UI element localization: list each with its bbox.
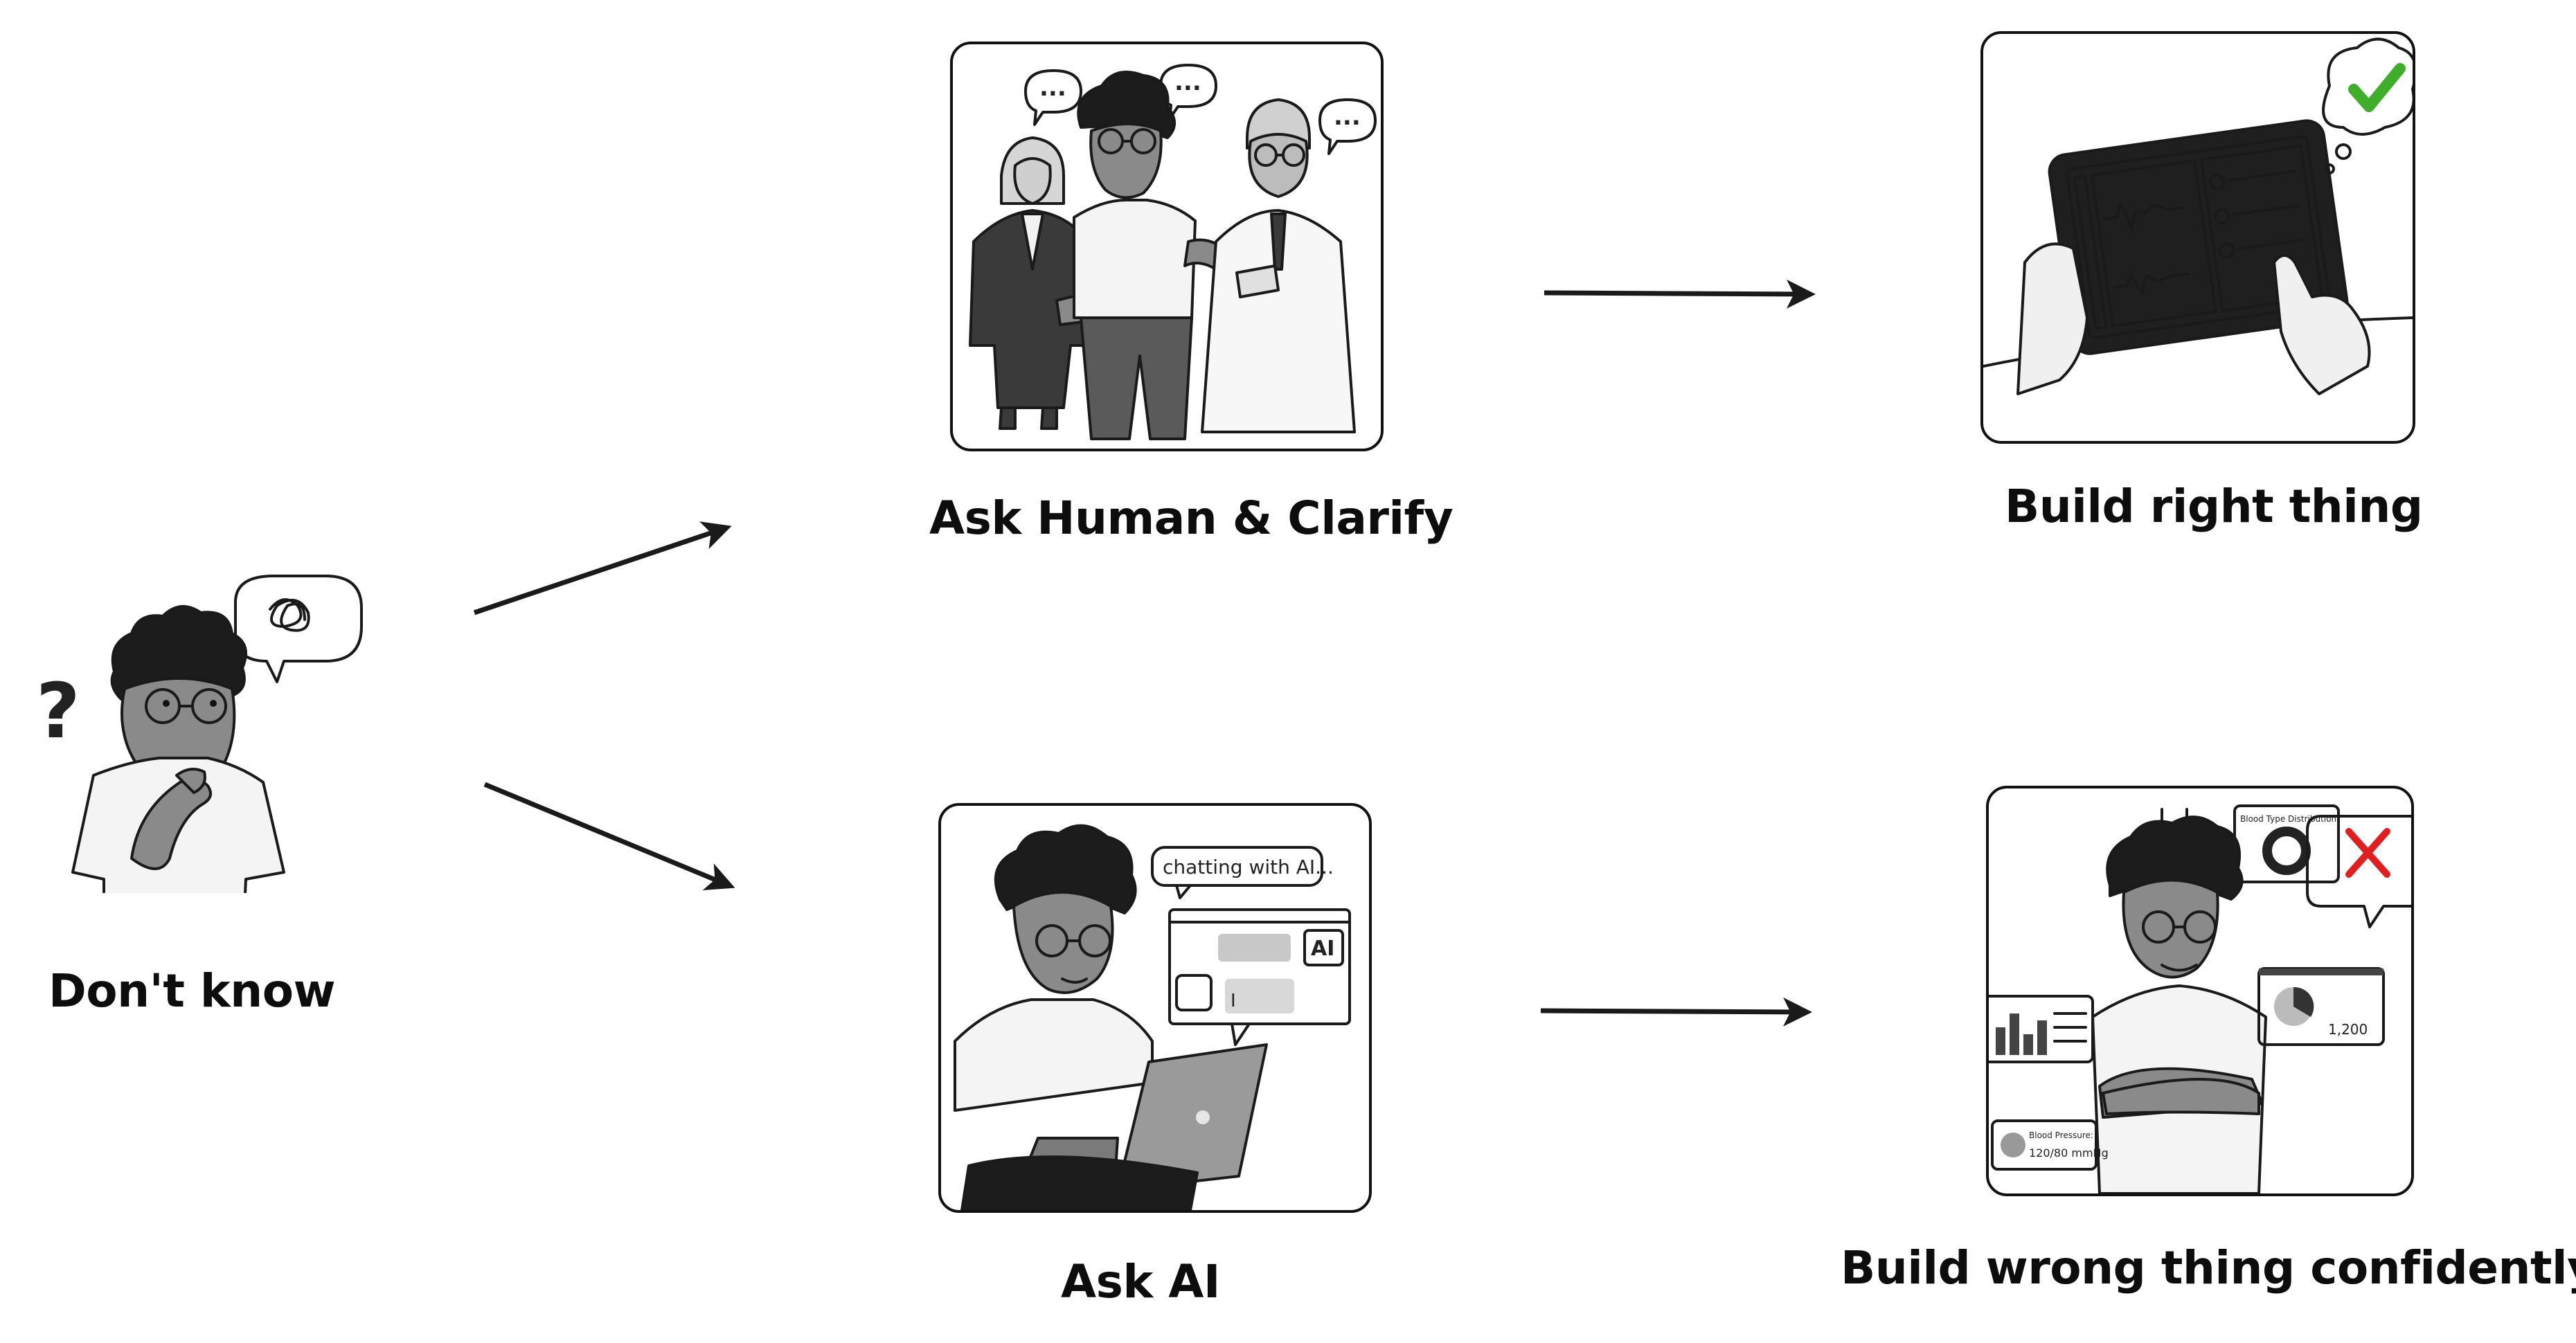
label-dont-know: Don't know — [48, 964, 336, 1018]
svg-text:1,200: 1,200 — [2328, 1021, 2368, 1038]
svg-text:Blood Type Distribution: Blood Type Distribution — [2240, 814, 2336, 824]
label-build-wrong: Build wrong thing confidently — [1841, 1241, 2576, 1295]
label-build-right: Build right thing — [2005, 480, 2423, 533]
node-dont-know: ? — [28, 568, 388, 957]
thought-bubble — [2322, 37, 2413, 136]
svg-text:...: ... — [1174, 69, 1201, 96]
panel-build-wrong: Blood Type Distribution 1,200 — [1986, 786, 2414, 1196]
arrow-ask-human-to-build-right — [1544, 279, 1816, 309]
tangled-thought-bubble — [234, 575, 363, 683]
arrow-ask-ai-to-build-wrong — [1540, 997, 1812, 1027]
tablet-dashboard-illustration — [1983, 37, 2413, 395]
label-ask-ai: Ask AI — [1061, 1255, 1220, 1308]
confused-person-illustration: ? — [36, 575, 363, 957]
panel-ask-human: ... ... ... — [950, 42, 1384, 451]
cross-bubble — [2306, 815, 2411, 928]
label-ask-human: Ask Human & Clarify — [929, 492, 1454, 545]
arrow-dont-know-to-ask-human — [473, 521, 732, 615]
speech-bubble-icon: ... — [1318, 98, 1377, 155]
person-chatting-with-ai-illustration: chatting with AI... AI I — [954, 824, 1351, 1210]
question-mark-icon: ? — [36, 667, 80, 755]
check-icon — [2348, 63, 2406, 112]
confident-person-with-dashboards-illustration: Blood Type Distribution 1,200 — [1989, 804, 2411, 1193]
svg-text:120/80 mmHg: 120/80 mmHg — [2029, 1146, 2109, 1160]
svg-text:...: ... — [1334, 103, 1361, 131]
people-discussing-illustration: ... ... ... — [969, 64, 1377, 440]
arrow-dont-know-to-ask-ai — [483, 782, 735, 891]
svg-text:AI: AI — [1311, 937, 1334, 961]
svg-text:chatting with AI...: chatting with AI... — [1163, 856, 1334, 878]
svg-text:...: ... — [1039, 74, 1066, 102]
panel-ask-ai: chatting with AI... AI I — [938, 803, 1372, 1213]
svg-text:Blood Pressure:: Blood Pressure: — [2029, 1130, 2093, 1140]
svg-text:I: I — [1231, 991, 1236, 1011]
panel-build-right — [1980, 31, 2415, 444]
speech-bubble-icon: ... — [1024, 69, 1082, 126]
cross-icon — [2345, 828, 2390, 878]
